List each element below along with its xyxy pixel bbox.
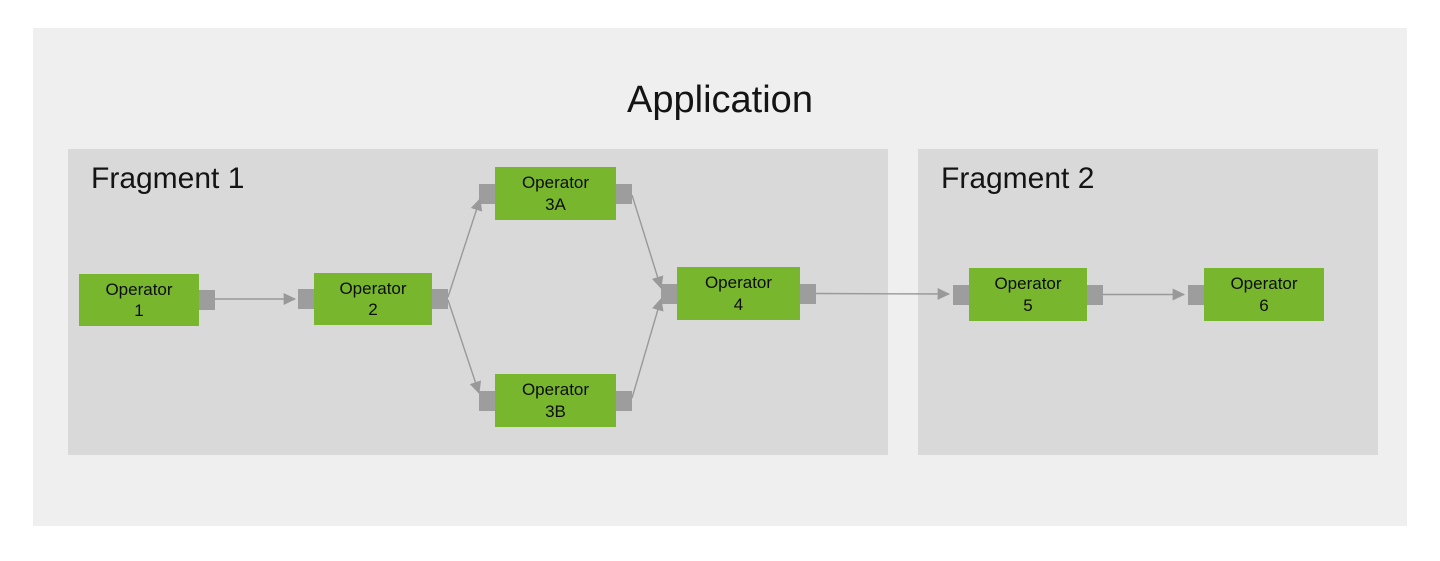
operator-2-label: Operator	[339, 278, 407, 298]
operator-3b-label: Operator	[521, 380, 590, 400]
operator-3a-label: Operator	[521, 173, 590, 193]
operator-node-2: Operator 2	[298, 273, 448, 325]
operator-4-output-port	[800, 283, 816, 304]
operator-6-id: 6	[1259, 295, 1269, 315]
operator-node-3b: Operator 3B	[479, 374, 632, 427]
operator-5-label: Operator	[994, 274, 1062, 294]
operator-2-input-port	[298, 289, 314, 309]
operator-6-input-port	[1188, 284, 1204, 305]
operator-3b-id: 3B	[545, 401, 566, 421]
operator-5-id: 5	[1023, 295, 1033, 315]
operator-1-output-port	[199, 290, 215, 310]
operator-node-4: Operator 4	[661, 267, 816, 320]
operator-2-id: 2	[368, 300, 378, 319]
operator-3a-output-port	[616, 183, 632, 204]
operator-3b-output-port	[616, 390, 632, 411]
operator-node-5: Operator 5	[953, 268, 1103, 321]
fragment-1-label: Fragment 1	[91, 162, 245, 195]
operator-5-input-port	[953, 284, 969, 305]
operator-4-input-port	[661, 283, 677, 304]
operator-1-id: 1	[134, 301, 144, 320]
operator-node-3a: Operator 3A	[479, 167, 632, 220]
operator-3b-input-port	[479, 390, 495, 411]
fragment-2-label: Fragment 2	[941, 162, 1095, 195]
operator-3a-id: 3A	[545, 194, 566, 214]
operator-3a-input-port	[479, 183, 495, 204]
operator-5-output-port	[1087, 284, 1103, 305]
operator-4-id: 4	[733, 294, 744, 314]
operator-4-label: Operator	[704, 273, 773, 293]
application-title: Application	[627, 79, 813, 121]
operator-2-output-port	[432, 289, 448, 309]
operator-node-6: Operator 6	[1188, 268, 1324, 321]
operator-6-label: Operator	[1230, 274, 1298, 294]
operator-1-label: Operator	[105, 279, 173, 299]
operator-node-1: Operator 1	[79, 274, 215, 326]
